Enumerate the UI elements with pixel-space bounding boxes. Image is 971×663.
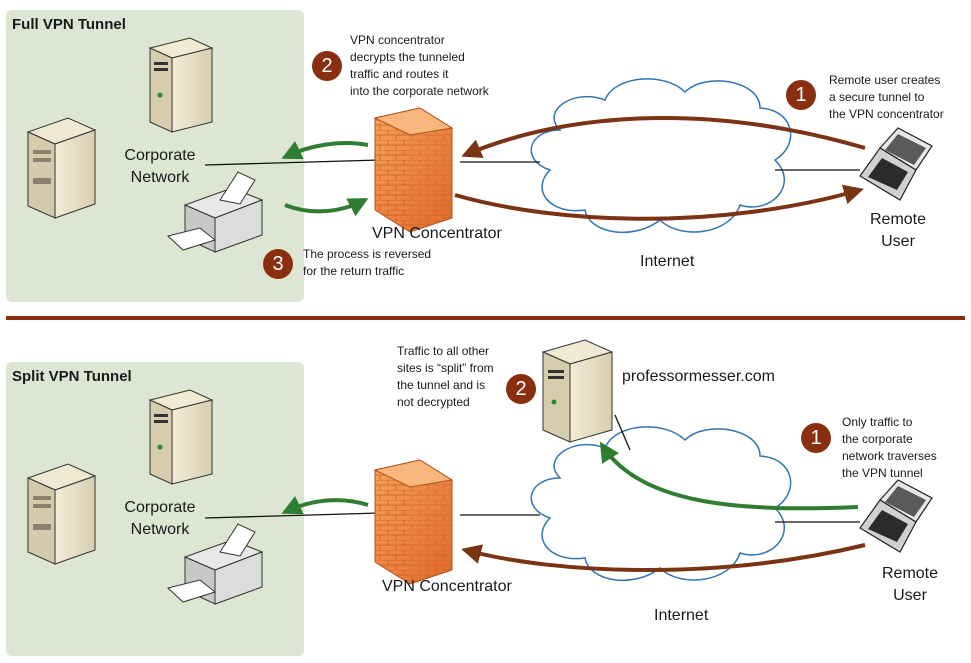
split-tunnel-title: Split VPN Tunnel (12, 368, 132, 385)
corporate-network-label: Corporate Network (124, 499, 196, 538)
green-arrow-into-network (281, 141, 369, 160)
cloud-icon (530, 426, 792, 581)
rack-server-icon (26, 463, 97, 565)
printer-icon (166, 171, 264, 253)
vpn-concentrator-label: VPN Concentrator (382, 578, 512, 595)
corporate-link-line (204, 159, 381, 166)
internet-label: Internet (640, 253, 695, 270)
website-link-line (614, 414, 631, 451)
step-2-text: VPN concentrator decrypts the tunneled t… (350, 33, 489, 98)
step-badge: 1 (786, 80, 816, 110)
step-1-text: Only traffic to the corporate network tr… (842, 415, 937, 480)
step-badge: 3 (263, 249, 293, 279)
remote-user-label: Remote User (881, 565, 939, 604)
cloud-icon (530, 78, 792, 233)
green-arrow-split (599, 441, 859, 511)
printer-icon (166, 523, 264, 605)
full-tunnel-title: Full VPN Tunnel (12, 16, 126, 33)
step-2-text: Traffic to all other sites is “split” fr… (397, 344, 494, 409)
section-divider (6, 316, 965, 320)
corporate-network-label: Corporate Network (124, 147, 196, 186)
website-label: professormesser.com (622, 368, 775, 385)
rack-server-icon (26, 117, 97, 219)
internet-label: Internet (654, 607, 709, 624)
step-badge: 1 (801, 423, 831, 453)
step-badge: 2 (312, 51, 342, 81)
laptop-icon (859, 479, 933, 553)
step-badge: 2 (506, 374, 536, 404)
corporate-link-line (204, 512, 381, 519)
server-icon (148, 389, 214, 485)
firewall-icon (373, 107, 454, 233)
tunnel-arrow-inbound (461, 116, 866, 159)
tunnel-arrow-outbound (454, 184, 864, 221)
tunnel-arrow-inbound (461, 543, 866, 572)
web-server-icon (541, 339, 614, 443)
vpn-concentrator-label: VPN Concentrator (372, 225, 502, 242)
step-1-text: Remote user creates a secure tunnel to t… (829, 73, 944, 121)
firewall-icon (373, 459, 454, 585)
step-3-text: The process is reversed for the return t… (303, 247, 432, 278)
remote-user-label: Remote User (869, 211, 927, 250)
laptop-icon (859, 127, 933, 201)
green-arrow-return (284, 198, 369, 217)
server-icon (148, 37, 214, 133)
green-arrow-into-network (281, 496, 369, 515)
